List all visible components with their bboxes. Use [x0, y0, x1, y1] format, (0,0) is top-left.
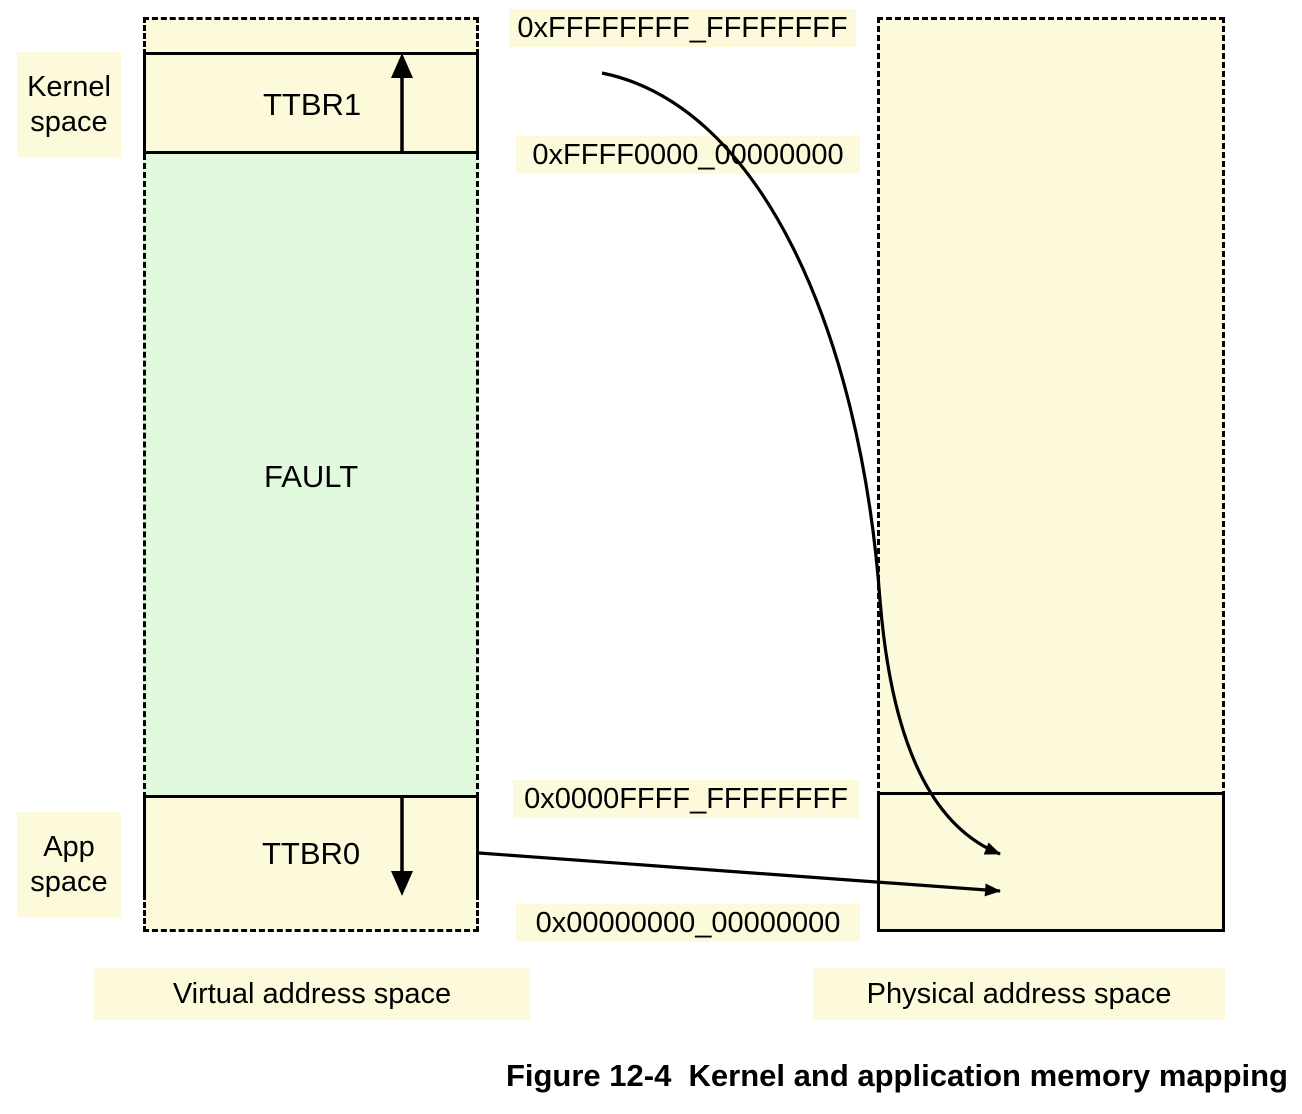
kernel-space-label: Kernel space: [17, 52, 121, 157]
virtual-space-top-cap: [143, 17, 479, 55]
virtual-address-space-footer: Virtual address space: [94, 968, 530, 1020]
app-space-label-line1: App: [43, 831, 95, 864]
kernel-space-label-line1: Kernel: [27, 71, 111, 104]
physical-address-space-footer: Physical address space: [813, 968, 1225, 1020]
virtual-region-fault: [143, 154, 479, 798]
virtual-region-ttbr0-label: TTBR0: [262, 836, 361, 871]
address-label-top: 0xFFFFFFFF_FFFFFFFF: [509, 9, 856, 47]
virtual-address-space-footer-text: Virtual address space: [172, 977, 452, 1010]
figure-caption: Figure 12-4 Kernel and application memor…: [505, 1058, 1288, 1093]
address-label-bottom: 0x00000000_00000000: [516, 904, 860, 942]
physical-space-mapped-block: [877, 792, 1225, 932]
address-label-app-top: 0x0000FFFF_FFFFFFFF: [513, 780, 859, 818]
address-label-kernel-base: 0xFFFF0000_00000000: [516, 136, 860, 174]
virtual-space-bottom-cap: [143, 894, 479, 932]
virtual-region-ttbr1: [143, 52, 479, 154]
virtual-region-ttbr1-label: TTBR1: [263, 87, 362, 122]
app-space-label-line2: space: [30, 865, 108, 898]
virtual-region-ttbr0: [143, 795, 479, 897]
physical-address-space-footer-text: Physical address space: [866, 977, 1172, 1010]
kernel-space-label-line2: space: [30, 105, 108, 138]
app-space-label: App space: [17, 812, 121, 917]
virtual-region-fault-label: FAULT: [264, 459, 359, 494]
